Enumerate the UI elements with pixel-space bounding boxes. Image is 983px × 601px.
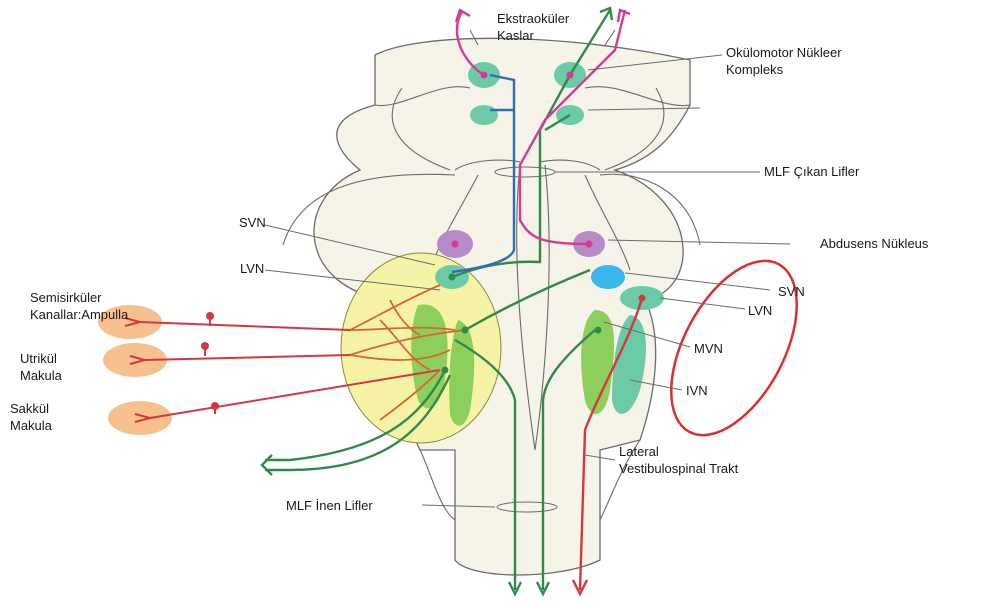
green-efferent-arrow [262,455,272,475]
lateral-vestibulospinal-tract-label: Lateral Vestibulospinal Trakt [619,443,738,477]
afferent-ganglion-dots [201,312,219,410]
trochlear-nucleus-left [470,105,498,125]
saccule-receptor [108,401,172,435]
svn-left-label: SVN [239,215,266,231]
mlf-ascending-label: MLF Çıkan Lifler [764,164,859,180]
svn-right-label: SVN [778,284,805,300]
mlf-descending-label: MLF İnen Lifler [286,498,373,514]
ivn-label: IVN [686,383,708,399]
saccule-label: Sakkül Makula [10,400,52,434]
abducens-nucleus-label: Abdusens Nükleus [820,236,928,252]
utricle-label: Utrikül Makula [20,350,62,384]
lvn-right-label: LVN [748,303,772,319]
extraocular-muscles-label: Ekstraoküler Kaslar [497,10,569,44]
lvn-left-label: LVN [240,261,264,277]
semicircular-canals-label: Semisirküler Kanallar:Ampulla [30,289,128,323]
svn-right-nucleus [591,265,625,289]
mvn-label: MVN [694,341,723,357]
oculomotor-complex-label: Okülomotor Nükleer Kompleks [726,44,842,78]
